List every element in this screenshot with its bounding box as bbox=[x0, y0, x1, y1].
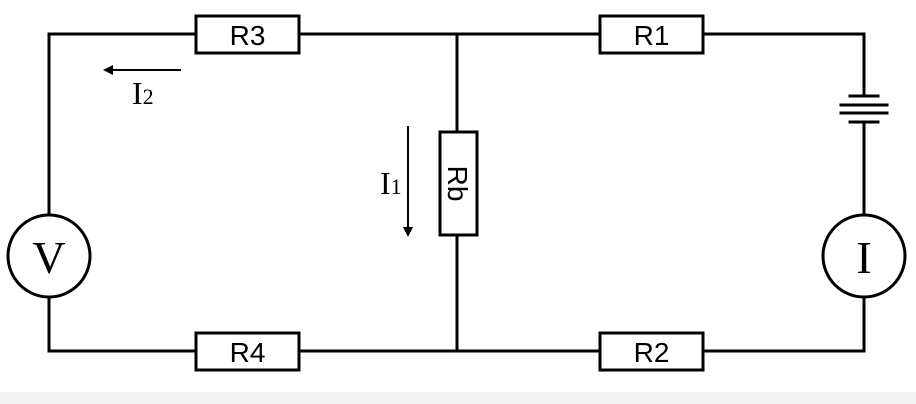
resistor-r2: R2 bbox=[598, 331, 705, 372]
resistor-r3: R3 bbox=[194, 14, 301, 55]
ammeter-label: I bbox=[856, 232, 871, 283]
current-arrow-i1: I1 bbox=[380, 126, 413, 237]
resistor-r2-label: R2 bbox=[634, 337, 670, 368]
resistor-r3-label: R3 bbox=[230, 20, 266, 51]
voltmeter-label: V bbox=[32, 232, 65, 283]
resistor-rb: Rb bbox=[438, 130, 479, 237]
resistor-r4: R4 bbox=[194, 331, 301, 372]
resistor-rb-label: Rb bbox=[442, 166, 473, 202]
current-i1-label: I1 bbox=[380, 165, 402, 201]
circuit-svg: R3 R1 R4 R2 Rb V I bbox=[6, 14, 907, 372]
resistor-r1: R1 bbox=[598, 14, 705, 55]
bottom-strip bbox=[0, 392, 916, 404]
wires bbox=[47, 32, 866, 353]
battery-icon bbox=[839, 94, 889, 124]
voltmeter: V bbox=[6, 213, 92, 299]
resistor-r4-label: R4 bbox=[230, 337, 266, 368]
ammeter: I bbox=[821, 213, 907, 299]
current-arrow-i2: I2 bbox=[103, 65, 181, 111]
current-i2-label: I2 bbox=[132, 75, 154, 111]
resistor-r1-label: R1 bbox=[634, 20, 670, 51]
